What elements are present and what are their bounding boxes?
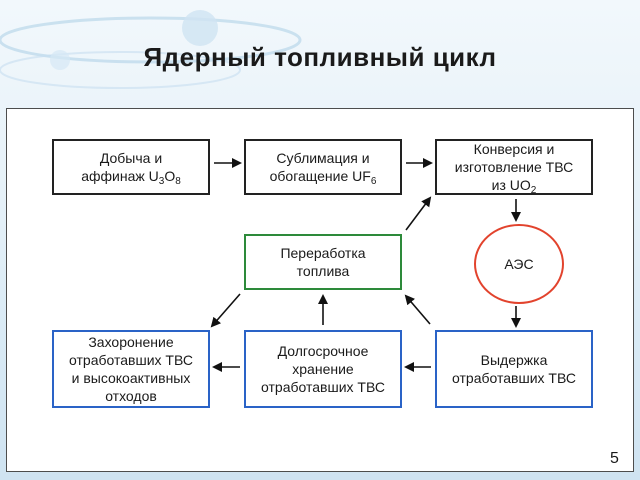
mining-line2: аффинаж U3O8: [81, 168, 181, 187]
storage-line1: Долгосрочное: [277, 343, 369, 359]
box-cooling: Выдержка отработавших ТВС: [435, 330, 593, 408]
slide-number: 5: [610, 450, 619, 467]
box-reprocessing: Переработка топлива: [244, 234, 402, 290]
reprocessing-line2: топлива: [296, 263, 350, 279]
page-title: Ядерный топливный цикл: [143, 42, 497, 72]
disposal-line2: отработавших ТВС: [69, 352, 193, 368]
storage-line2: хранение: [292, 361, 354, 377]
conversion-line2: изготовление ТВС: [454, 159, 574, 175]
box-disposal: Захоронение отработавших ТВС и высокоакт…: [52, 330, 210, 408]
enrichment-line1: Сублимация и: [276, 150, 370, 166]
mining-line1: Добыча и: [99, 150, 163, 166]
cooling-line1: Выдержка: [480, 352, 548, 368]
cooling-line2: отработавших ТВС: [452, 370, 576, 386]
storage-line3: отработавших ТВС: [261, 379, 385, 395]
box-enrichment: Сублимация и обогащение UF6: [244, 139, 402, 195]
disposal-line3: и высокоактивных: [71, 370, 191, 386]
disposal-line4: отходов: [105, 388, 157, 404]
disposal-line1: Захоронение: [88, 334, 174, 350]
reprocessing-line1: Переработка: [280, 245, 366, 261]
box-mining: Добыча и аффинаж U3O8: [52, 139, 210, 195]
enrichment-line2: обогащение UF6: [269, 168, 377, 187]
box-conversion: Конверсия и изготовление ТВС из UO2: [435, 139, 593, 196]
box-storage: Долгосрочное хранение отработавших ТВС: [244, 330, 402, 408]
conversion-line3: из UO2: [491, 177, 537, 196]
npp-label: АЭС: [504, 256, 534, 272]
conversion-line1: Конверсия и: [473, 141, 555, 157]
npp-circle: АЭС: [474, 224, 564, 304]
